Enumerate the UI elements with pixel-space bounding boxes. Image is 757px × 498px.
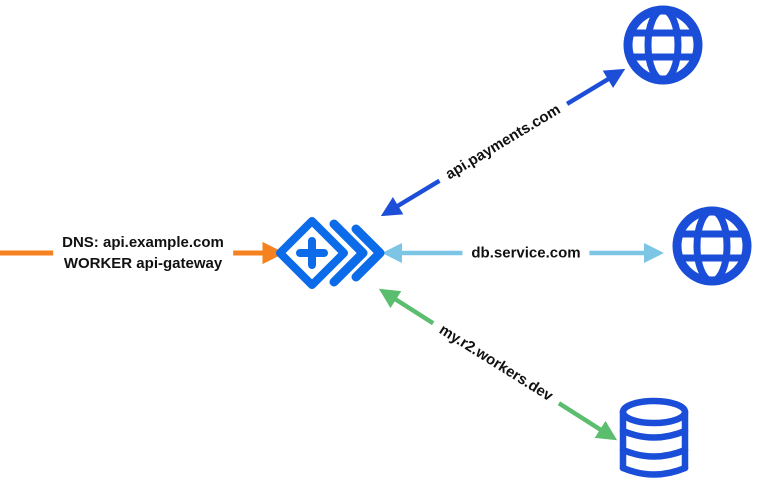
ingress-label: DNS: api.example.com WORKER api-gateway <box>53 228 233 278</box>
ingress-dns-line: DNS: api.example.com <box>62 234 224 251</box>
worker-plus-icon <box>296 237 328 269</box>
edge-label-db-service: db.service.com <box>462 238 590 268</box>
database-band-1 <box>619 427 689 441</box>
database-icon-r2 <box>619 397 689 478</box>
globe-outline <box>623 5 703 85</box>
globe-outline <box>672 206 752 286</box>
globe-icon-db-service <box>672 206 752 286</box>
globe-meridian <box>693 207 731 285</box>
database-bottom <box>619 464 689 478</box>
globe-icon-payments <box>623 5 703 85</box>
worker-chevron-inner <box>329 219 368 287</box>
database-band-2 <box>619 446 689 460</box>
ingress-worker-line: WORKER api-gateway <box>63 255 223 272</box>
api-gateway-worker-icon <box>276 217 385 289</box>
database-top <box>619 397 689 427</box>
worker-chevron-outer <box>351 224 385 282</box>
globe-meridian <box>644 6 682 84</box>
